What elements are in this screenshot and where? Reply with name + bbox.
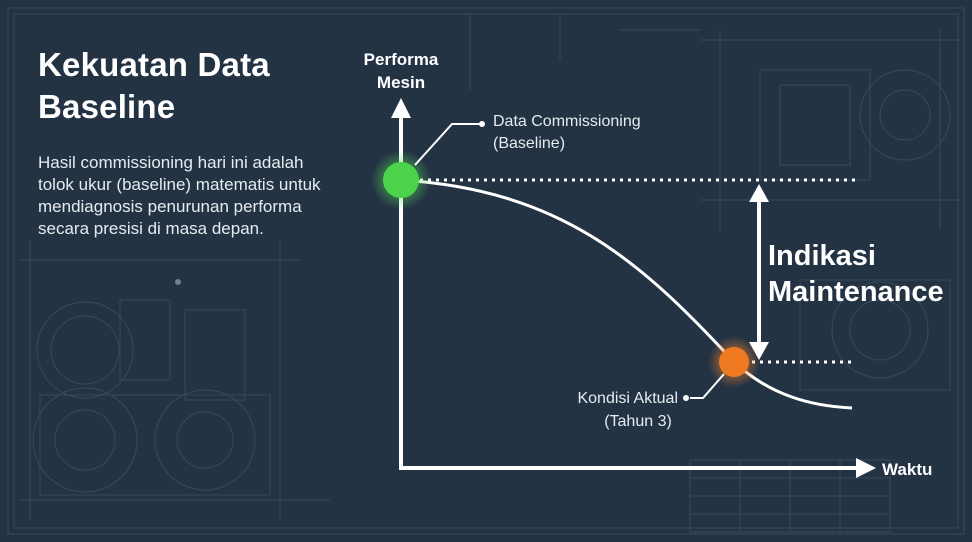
actual-label-line1: Kondisi Aktual: [577, 390, 678, 407]
baseline-point: [383, 162, 419, 198]
y-axis-label-line2: Mesin: [377, 73, 425, 92]
baseline-callout-line: [414, 123, 480, 166]
y-axis-arrow: [391, 98, 411, 118]
actual-callout-line: [690, 373, 725, 399]
performance-curve: [400, 178, 853, 410]
actual-point: [719, 347, 749, 377]
slide-title: Kekuatan Data Baseline: [38, 46, 270, 125]
baseline-callout-dot: [479, 121, 485, 127]
indicator-label-line2: Maintenance: [768, 276, 944, 308]
baseline-label-line1: Data Commissioning: [493, 113, 641, 130]
baseline-label-line2: (Baseline): [493, 135, 565, 152]
x-axis-arrow: [856, 458, 876, 478]
y-axis-label-line1: Performa: [364, 50, 439, 69]
actual-callout-dot: [683, 395, 689, 401]
indicator-label-line1: Indikasi: [768, 240, 876, 272]
actual-label-line2: (Tahun 3): [604, 413, 672, 430]
slide-description: Hasil commissioning hari ini adalah tolo…: [38, 153, 321, 238]
arrow-head-up: [749, 184, 769, 202]
x-axis-label: Waktu: [882, 460, 932, 479]
